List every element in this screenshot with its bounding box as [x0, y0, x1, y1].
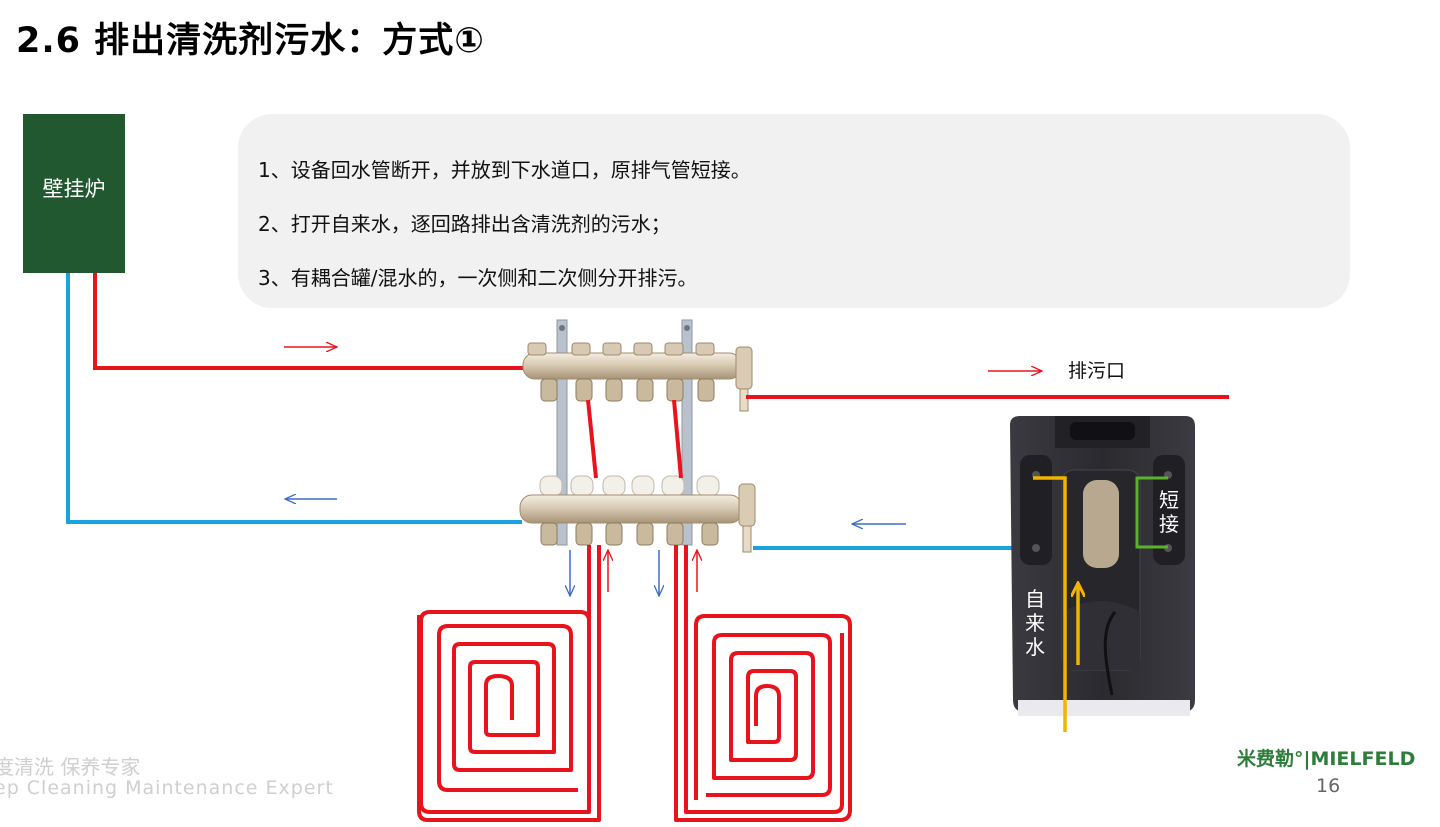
drain-outlet-label: 排污口	[1068, 360, 1126, 382]
step-1: 1、设备回水管断开，并放到下水道口，原排气管短接。	[258, 158, 751, 182]
floor-coil-2	[674, 545, 852, 822]
boiler-supply-pipe	[93, 273, 525, 370]
short-link-label: 短接	[1159, 488, 1179, 536]
cleaning-machine	[1010, 416, 1195, 716]
steps-panel: 1、设备回水管断开，并放到下水道口，原排气管短接。 2、打开自来水，逐回路排出含…	[238, 114, 1350, 308]
page-number: 16	[1316, 775, 1341, 797]
manifold-link-2	[672, 399, 683, 479]
step-3: 3、有耦合罐/混水的，一次侧和二次侧分开排污。	[258, 266, 698, 290]
tap-water-line	[1033, 476, 1067, 732]
boiler-label: 壁挂炉	[42, 176, 106, 201]
footer-slogan-cn: 度清洗 保养专家	[0, 755, 141, 779]
floor-coil-1	[417, 545, 601, 822]
boiler-box: 壁挂炉	[23, 114, 125, 273]
boiler-return-pipe	[66, 273, 522, 524]
upper-manifold	[522, 342, 753, 412]
short-link	[1135, 476, 1168, 549]
tap-water-label: 自来水	[1025, 587, 1045, 659]
step-2: 2、打开自来水，逐回路排出含清洗剂的污水；	[258, 212, 671, 236]
manifold-link-1	[586, 399, 598, 479]
lower-manifold	[519, 475, 756, 553]
page-title: 2.6 排出清洗剂污水：方式①	[16, 21, 485, 61]
footer-slogan-en: ep Cleaning Maintenance Expert	[0, 777, 334, 799]
brand-logo: 米费勒°|MIELFELD	[1237, 748, 1416, 770]
